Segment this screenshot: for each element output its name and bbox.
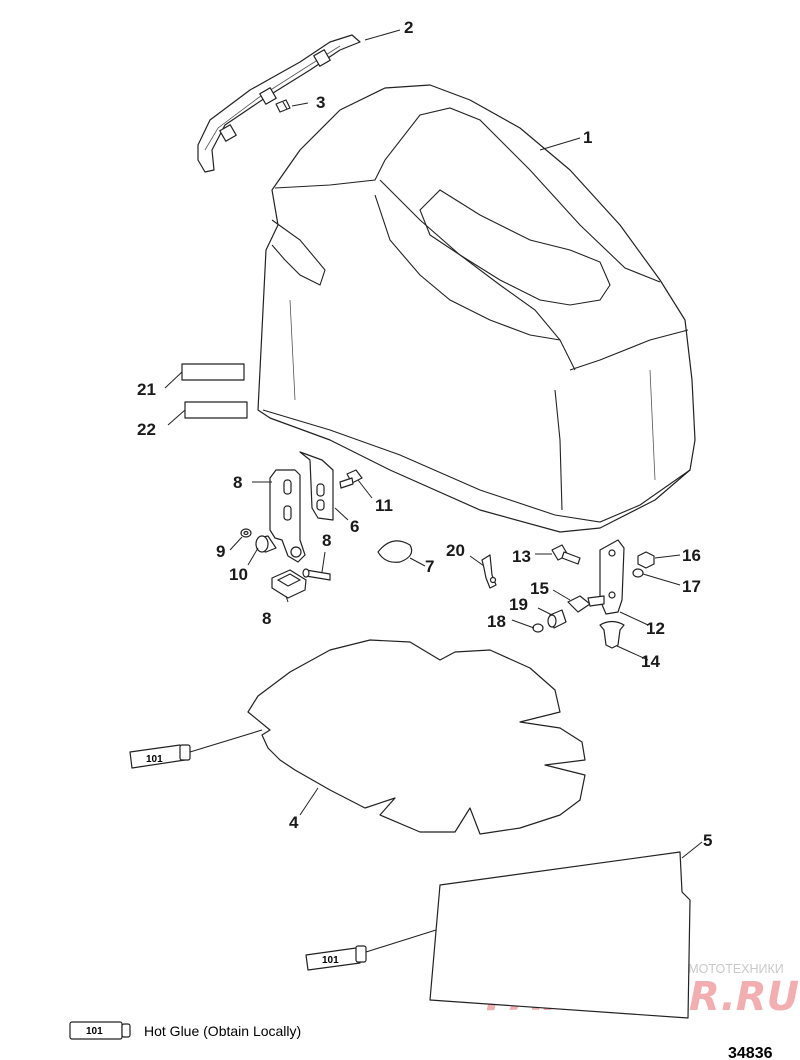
part-8-latch-pad xyxy=(271,569,307,599)
legend: 101 Hot Glue (Obtain Locally) xyxy=(69,1021,301,1040)
part-3-screw xyxy=(275,99,291,113)
part-14-rivet xyxy=(599,620,625,649)
callout-22: 22 xyxy=(137,420,156,439)
callout-13: 13 xyxy=(512,547,531,566)
callout-5: 5 xyxy=(703,831,712,850)
part-20-clip xyxy=(481,554,497,589)
callout-14: 14 xyxy=(641,652,660,671)
tube-label-upper: 101 xyxy=(146,754,163,765)
callouts: 2 3 1 21 22 8 6 11 9 10 8 8 7 20 13 16 1… xyxy=(137,18,712,850)
part-11-bolt xyxy=(339,469,363,489)
part-21-decal xyxy=(181,363,245,381)
callout-16: 16 xyxy=(682,546,701,565)
part-6-bracket-plate xyxy=(299,451,334,521)
callout-12: 12 xyxy=(646,619,665,638)
part-1-top-cowl xyxy=(257,84,696,533)
callout-3: 3 xyxy=(316,93,325,112)
part-8-pin xyxy=(302,568,331,581)
legend-code: 101 xyxy=(86,1026,103,1037)
leader-lines xyxy=(164,29,703,859)
part-22-decal xyxy=(184,401,248,419)
callout-15: 15 xyxy=(530,579,549,598)
callout-18: 18 xyxy=(487,612,506,631)
callout-20: 20 xyxy=(446,541,465,560)
callout-8-pin: 8 xyxy=(322,531,331,550)
part-2-trim-strip xyxy=(197,34,361,173)
part-16-nut xyxy=(637,551,655,569)
part-19-spacer xyxy=(547,609,567,629)
glue-tube-upper: 101 xyxy=(129,729,263,769)
callout-17: 17 xyxy=(682,577,701,596)
callout-19: 19 xyxy=(509,595,528,614)
callout-6: 6 xyxy=(350,517,359,536)
legend-text: Hot Glue (Obtain Locally) xyxy=(144,1023,301,1039)
callout-11: 11 xyxy=(375,496,393,515)
callout-1: 1 xyxy=(583,128,592,147)
part-18-washer xyxy=(532,623,544,633)
part-5-sheet xyxy=(429,851,691,1019)
part-7-grommet xyxy=(377,540,413,563)
glue-tube-lower: 101 xyxy=(305,929,437,971)
callout-7: 7 xyxy=(425,557,434,576)
callout-21: 21 xyxy=(137,380,156,399)
part-13-screw xyxy=(551,544,581,565)
callout-10: 10 xyxy=(229,565,248,584)
part-4-insulation-pad xyxy=(247,639,586,835)
callout-8-pad: 8 xyxy=(262,609,271,628)
part-17-washer xyxy=(632,568,644,578)
part-10-bushing xyxy=(255,535,277,553)
figure-number: 34836 xyxy=(728,1045,773,1060)
callout-2: 2 xyxy=(404,18,413,37)
callout-8-bracket: 8 xyxy=(233,473,242,492)
part-8-latch-bracket xyxy=(269,469,306,563)
tube-label-lower: 101 xyxy=(322,955,339,966)
part-15-stud xyxy=(567,595,605,613)
callout-4: 4 xyxy=(289,813,299,832)
callout-9: 9 xyxy=(216,542,225,561)
part-9-washer xyxy=(240,528,252,538)
